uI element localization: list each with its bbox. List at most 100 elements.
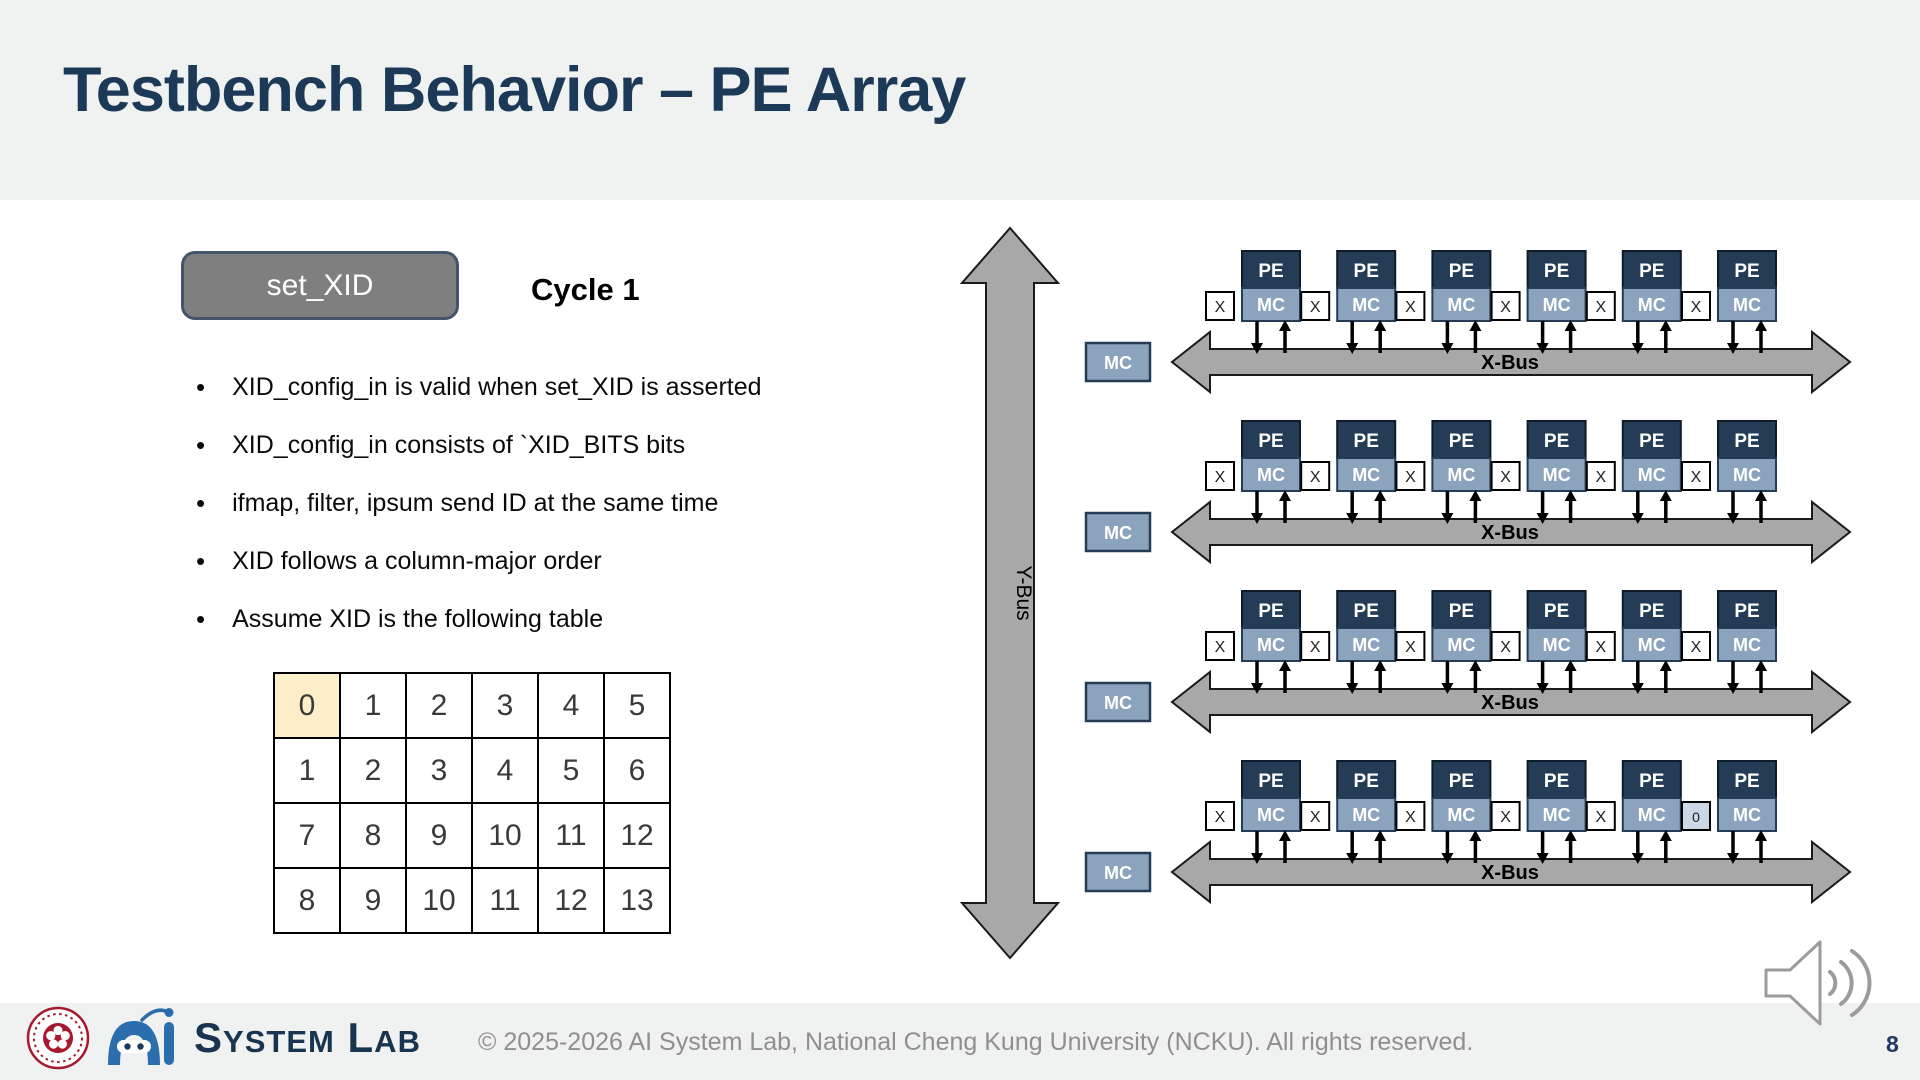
mc-box [1336,287,1397,322]
mc-label: MC [1638,295,1666,315]
row-mc-box [1084,681,1152,723]
mc-label: MC [1447,465,1475,485]
mc-box [1241,797,1301,832]
mc-box [1526,457,1587,492]
down-arrowhead-icon [1631,853,1644,864]
x-switch-label: X [1691,299,1702,316]
down-arrowhead-icon [1727,513,1739,524]
xid-cell: 0 [273,672,341,739]
x-bus-label: X-Bus [1481,692,1539,714]
mc-box [1431,287,1492,322]
down-arrowhead-icon [1631,343,1644,354]
up-arrowhead-icon [1564,490,1577,501]
xid-cell: 12 [537,867,605,934]
x-switch-box [1395,801,1426,831]
down-arrowhead-icon [1251,343,1263,354]
down-arrowhead-icon [1346,853,1359,864]
down-arrowhead-icon [1441,343,1454,354]
header-band [0,0,1920,200]
mc-box [1717,797,1777,832]
page-number: 8 [1886,1031,1899,1057]
mc-box [1241,287,1301,322]
mc-label: MC [1638,635,1666,655]
copyright-text: © 2025-2026 AI System Lab, National Chen… [478,1028,1474,1056]
mc-label: MC [1257,465,1285,485]
x-switch-label: X [1215,299,1226,316]
x-switch-box [1490,291,1521,321]
pe-box [1431,590,1492,629]
cycle-label: Cycle 1 [531,272,640,307]
mc-box [1526,627,1587,662]
down-arrowhead-icon [1441,853,1454,864]
mc-label: MC [1257,295,1285,315]
xid-cell: 2 [405,672,473,739]
xid-value-box [1681,801,1711,831]
pe-box [1717,760,1777,799]
x-switch-box [1681,631,1711,661]
row-mc-label: MC [1104,353,1132,373]
mc-box [1336,457,1397,492]
lab-brand-text: SYSTEM LAB [194,1014,421,1061]
up-arrowhead-icon [1659,490,1672,501]
bullet-item: XID_config_in is valid when set_XID is a… [196,358,956,416]
down-arrowhead-icon [1536,513,1549,524]
mc-label: MC [1733,805,1761,825]
bullet-text: XID_config_in is valid when set_XID is a… [232,372,762,401]
up-arrowhead-icon [1659,660,1672,671]
pe-label: PE [1734,431,1759,452]
row-mc-box [1084,851,1152,893]
x-switch-box [1395,461,1426,491]
pe-box [1621,760,1682,799]
up-arrowhead-icon [1564,320,1577,331]
up-arrowhead-icon [1755,320,1767,331]
x-switch-label: X [1500,299,1511,316]
up-arrowhead-icon [1469,490,1482,501]
footer-band [0,1003,1920,1080]
bullet-text: Assume XID is the following table [232,604,604,633]
xid-cell: 9 [339,867,407,934]
pe-box [1526,420,1587,459]
xid-cell: 5 [603,672,671,739]
pe-label: PE [1639,771,1664,792]
pe-label: PE [1544,431,1569,452]
mc-box [1621,627,1682,662]
x-switch-label: X [1405,469,1416,486]
bullet-text: ifmap, filter, ipsum send ID at the same… [232,488,719,517]
down-arrowhead-icon [1727,683,1739,694]
x-switch-label: X [1215,809,1226,826]
up-arrowhead-icon [1659,830,1672,841]
pe-label: PE [1544,771,1569,792]
speaker-audio-icon[interactable] [1762,936,1882,1031]
mc-box [1621,797,1682,832]
mc-box [1526,797,1587,832]
mc-label: MC [1352,635,1380,655]
up-arrowhead-icon [1469,320,1482,331]
pe-box [1717,250,1777,289]
x-bus-label: X-Bus [1481,522,1539,544]
bullet-item: Assume XID is the following table [196,590,956,648]
up-arrowhead-icon [1469,660,1482,671]
lab-logo: SYSTEM LAB [26,1006,421,1070]
set-xid-label: set_XID [266,268,374,302]
mc-label: MC [1543,805,1571,825]
mc-box [1241,627,1301,662]
pe-label: PE [1258,261,1283,282]
bullet-item: XID_config_in consists of `XID_BITS bits [196,416,956,474]
mc-box [1431,457,1492,492]
x-switch-box [1300,631,1331,661]
mc-box [1431,797,1492,832]
up-arrowhead-icon [1374,490,1387,501]
mc-label: MC [1352,295,1380,315]
mc-label: MC [1638,465,1666,485]
pe-label: PE [1734,771,1759,792]
x-switch-box [1585,631,1616,661]
mc-box [1717,627,1777,662]
x-switch-label: X [1691,639,1702,656]
pe-label: PE [1258,771,1283,792]
xid-cell: 7 [273,802,341,869]
down-arrowhead-icon [1346,513,1359,524]
pe-label: PE [1734,601,1759,622]
